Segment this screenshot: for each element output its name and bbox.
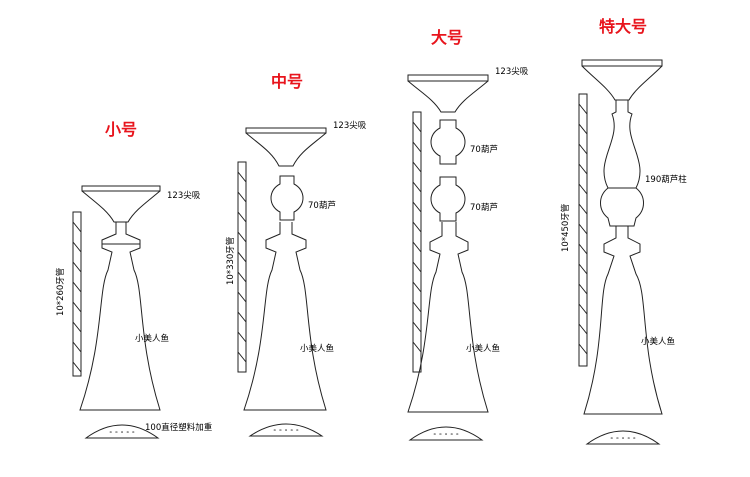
- variant-small-cup: [81, 185, 161, 223]
- variant-large-mermaid-label: 小美人鱼: [466, 343, 500, 354]
- variant-medium-cup: [245, 127, 327, 167]
- variant-extra-large-cup: [581, 59, 663, 101]
- variant-medium-base-dots: ∘ ∘ ∘ ∘ ∘: [273, 427, 299, 434]
- variant-large-gourd-1: [430, 119, 466, 165]
- variant-extra-large-base-dots: ∘ ∘ ∘ ∘ ∘: [610, 435, 636, 442]
- variant-small-cup-label: 123尖吸: [167, 190, 201, 201]
- variant-small: 小号 123尖吸 小美人鱼 10*260牙管 ∘ ∘ ∘ ∘ ∘ 100直径塑料…: [55, 120, 213, 439]
- variant-medium-gourd-label: 70葫芦: [308, 200, 336, 211]
- variant-large-base-dots: ∘ ∘ ∘ ∘ ∘: [433, 431, 459, 438]
- variant-medium-pipe-hatch: [237, 171, 247, 363]
- variant-medium-mermaid-label: 小美人鱼: [300, 343, 334, 354]
- variant-large-title: 大号: [431, 28, 463, 47]
- variant-extra-large-threaded-pipe: [578, 93, 588, 367]
- variant-medium-mermaid-body: [243, 222, 327, 411]
- variant-medium-pipe-label: 10*330牙管: [225, 237, 236, 285]
- variant-large-pipe-hatch: [412, 121, 422, 353]
- variant-small-pipe-label: 10*260牙管: [55, 268, 66, 316]
- variant-extra-large-title: 特大号: [599, 17, 647, 36]
- variant-small-threaded-pipe: [72, 211, 82, 377]
- variant-extra-large-column-label: 190葫芦柱: [645, 174, 687, 185]
- variant-medium-cup-label: 123尖吸: [333, 120, 367, 131]
- variant-small-weighted-base: [84, 424, 160, 439]
- variant-extra-large-pipe-label: 10*450牙管: [560, 204, 571, 252]
- variant-medium: 中号 123尖吸 70葫芦 小美人鱼 10*330牙管 ∘ ∘ ∘ ∘ ∘: [225, 72, 367, 437]
- variant-large-gourd-2: [430, 176, 466, 222]
- variant-large-cup-label: 123尖吸: [495, 66, 529, 77]
- variant-large-mermaid-body: [407, 222, 489, 413]
- variant-small-base-label: 100直径塑料加重: [145, 422, 213, 433]
- variant-large-cup: [407, 74, 489, 113]
- variant-extra-large: 特大号 190葫芦柱 小美人鱼 10*450牙管 ∘ ∘ ∘ ∘ ∘: [560, 17, 687, 445]
- variant-large-weighted-base: [408, 426, 484, 441]
- variant-extra-large-mermaid-body: [583, 226, 663, 415]
- variant-large-gourd-2-label: 70葫芦: [470, 202, 498, 213]
- variant-extra-large-gourd-column: [600, 99, 644, 227]
- variant-large-gourd-1-label: 70葫芦: [470, 144, 498, 155]
- variant-medium-title: 中号: [271, 72, 303, 91]
- variant-small-base-dots: ∘ ∘ ∘ ∘ ∘: [109, 429, 135, 436]
- variant-small-pipe-hatch: [72, 221, 82, 373]
- variant-small-title: 小号: [105, 120, 137, 139]
- variant-medium-weighted-base: [248, 423, 324, 437]
- variant-extra-large-weighted-base: [585, 430, 661, 445]
- variant-large: 大号 123尖吸 70葫芦 70葫芦 小美人鱼 ∘ ∘ ∘ ∘ ∘: [407, 28, 529, 441]
- variant-medium-threaded-pipe: [237, 161, 247, 373]
- variant-extra-large-mermaid-label: 小美人鱼: [641, 336, 675, 347]
- variant-medium-gourd: [270, 175, 304, 221]
- variant-extra-large-pipe-hatch: [578, 103, 588, 355]
- variant-small-mermaid-label: 小美人鱼: [135, 333, 169, 344]
- variant-small-mermaid-body: [79, 222, 161, 411]
